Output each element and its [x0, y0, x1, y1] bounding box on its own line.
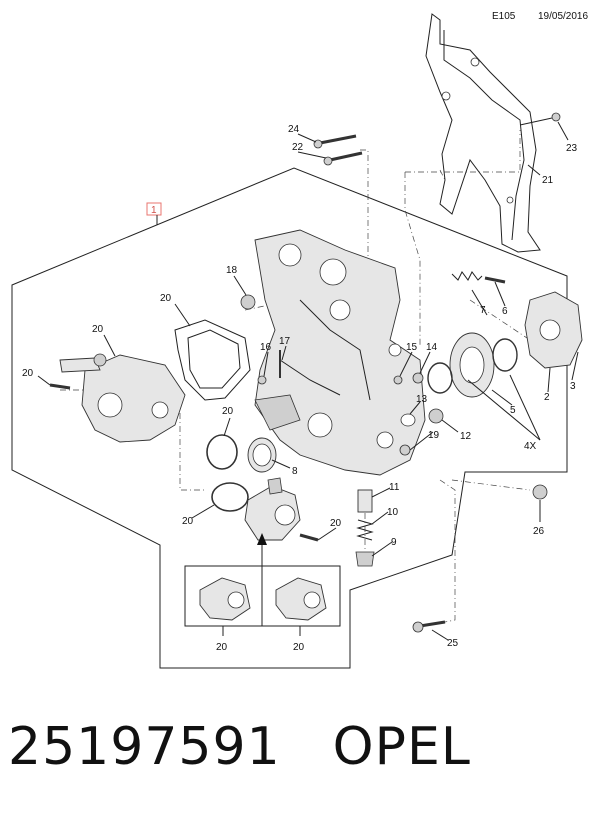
seal-ring-20 — [206, 434, 238, 470]
brand-name: OPEL — [332, 717, 471, 777]
callout-26: 26 — [533, 526, 545, 537]
bolt-22 — [323, 151, 363, 166]
callout-9: 9 — [391, 537, 397, 548]
callout-8: 8 — [292, 466, 298, 477]
callout-20-c: 20 — [22, 368, 34, 379]
callout-14: 14 — [426, 342, 438, 353]
thermostat-variants-inset — [184, 565, 341, 636]
callout-1-label: 1 — [151, 205, 157, 216]
callout-5: 5 — [510, 405, 516, 416]
callout-25: 25 — [447, 638, 459, 649]
thermostat — [244, 477, 301, 541]
callout-11: 11 — [389, 482, 400, 493]
callout-6: 6 — [502, 306, 508, 317]
callout-18: 18 — [226, 265, 238, 276]
callout-17: 17 — [279, 336, 291, 347]
valve-spring-10 — [356, 519, 374, 541]
inset-label-left: 20 — [216, 642, 228, 653]
callout-10: 10 — [387, 507, 399, 518]
exploded-view: 1 — [11, 13, 583, 669]
callout-3: 3 — [570, 381, 576, 392]
bolt-24 — [313, 134, 357, 149]
callout-19: 19 — [428, 430, 440, 441]
callout-16: 16 — [260, 342, 272, 353]
callout-20-f: 20 — [330, 518, 342, 529]
footer: 25197591 OPEL — [8, 712, 592, 782]
oil-pump-cover — [524, 291, 583, 369]
callout-box-1 — [146, 202, 162, 216]
callout-4x: 4X — [524, 441, 537, 452]
callout-15: 15 — [406, 342, 418, 353]
callout-20-b: 20 — [92, 324, 104, 335]
assembly-outline — [11, 167, 568, 669]
callout-2: 2 — [544, 392, 550, 403]
water-pump — [59, 353, 186, 443]
diagram-date: 19/05/2016 — [538, 11, 589, 22]
callout-24: 24 — [288, 124, 300, 135]
callout-20-e: 20 — [182, 516, 194, 527]
callout-7: 7 — [480, 305, 486, 316]
pump-gasket — [174, 319, 251, 401]
callout-23: 23 — [566, 143, 578, 154]
front-cover-housing — [254, 229, 426, 476]
inset-label-right: 20 — [293, 642, 305, 653]
diagram-code: E105 — [492, 11, 516, 22]
callout-13: 13 — [416, 394, 428, 405]
bolt-25 — [412, 620, 446, 633]
callout-20-d: 20 — [222, 406, 234, 417]
callout-21: 21 — [542, 175, 554, 186]
callout-22: 22 — [292, 142, 304, 153]
oil-pump-rotor — [449, 332, 495, 398]
drain-plug-26 — [532, 484, 548, 500]
o-ring-5 — [427, 362, 453, 394]
part-number: 25197591 — [8, 717, 281, 777]
timing-cover-gasket — [425, 13, 541, 253]
callout-20-a: 20 — [160, 293, 172, 304]
valve-plug-9 — [355, 551, 375, 567]
callout-12: 12 — [460, 431, 472, 442]
relief-valve-spring — [451, 271, 483, 281]
valve-plunger-11 — [357, 489, 373, 513]
